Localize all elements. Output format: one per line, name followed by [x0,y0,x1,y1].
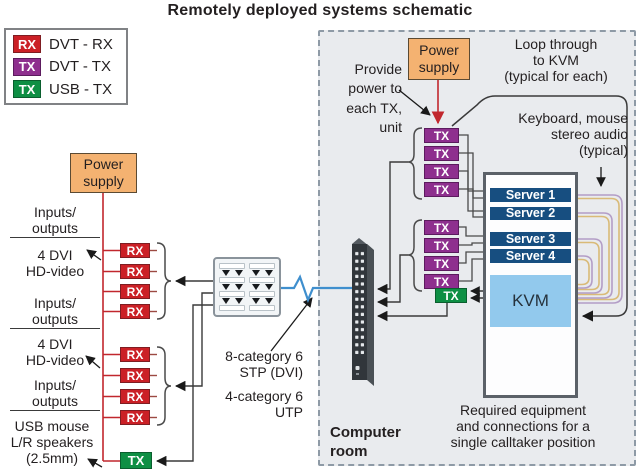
jack-pair-icon [249,284,275,290]
dvt-tx-unit: TX [424,164,459,179]
server-3: Server 3 [490,231,571,246]
dvt-tx-unit: TX [424,256,459,271]
keyboard-mouse-note: Keyboard, mouse stereo audio (typical) [518,110,628,159]
tx-green-badge-icon: TX [13,80,41,98]
blank-slot [219,305,245,311]
io-label-1: Inputs/ outputs [10,204,100,239]
blank-slot [249,305,275,311]
rx-unit: RX [120,368,150,383]
power-supply-right: Power supply [408,38,470,80]
rx-unit: RX [120,243,150,258]
io-detail-1: 4 DVI HD-video [25,247,85,280]
rx-signal-stubs [150,249,157,419]
blank-slot [249,291,275,297]
jack-pair-icon [219,298,245,304]
wall-plate-column [219,263,245,311]
blank-slot [249,263,275,269]
rx-unit: RX [120,304,150,319]
dvt-tx-unit: TX [424,128,459,143]
server-rack: Server 1 Server 2 Server 3 Server 4 KVM [483,172,578,398]
server-2: Server 2 [490,206,571,220]
server-1: Server 1 [490,187,571,202]
blank-slot [219,263,245,269]
server-4: Server 4 [490,248,571,263]
io-detail-2: 4 DVI HD-video [25,336,85,369]
usb-tx-unit-left: TX [120,452,152,469]
blank-slot [249,277,275,283]
computer-room-label: Computer room [330,424,401,460]
rx-unit: RX [120,410,150,425]
cable-label-stp: 8-category 6 STP (DVI) [225,348,303,381]
dvt-tx-unit: TX [424,182,459,197]
required-equipment-caption: Required equipment and connections for a… [450,402,596,451]
legend-label: DVT - TX [49,58,111,75]
rx-unit: RX [120,264,150,279]
legend-row-dvt-tx: TX DVT - TX [13,57,119,76]
usb-tx-unit-right: TX [435,288,467,303]
dvt-tx-unit: TX [424,220,459,235]
rx-unit: RX [120,284,150,299]
legend-row-usb-tx: TX USB - TX [13,80,119,98]
rx-unit: RX [120,389,150,404]
provide-power-note: Provide power to each TX, unit [346,61,402,135]
legend-label: USB - TX [49,80,113,98]
wall-plate-column [249,263,275,311]
rx-badge-icon: RX [13,35,41,53]
jack-pair-icon [249,298,275,304]
power-bus-left [102,193,120,462]
wall-plate [213,257,281,317]
legend-label: DVT - RX [49,35,113,53]
jack-pair-icon [219,284,245,290]
dvt-tx-unit: TX [424,146,459,161]
io-label-2: Inputs/ outputs [10,295,100,330]
diagram-title: Remotely deployed systems schematic [167,2,473,19]
legend: RX DVT - RX TX DVT - TX TX USB - TX [4,28,128,105]
blank-slot [219,277,245,283]
io-detail-3: USB mouse L/R speakers (2.5mm) [10,418,94,467]
jack-pair-icon [249,270,275,276]
power-supply-left: Power supply [70,153,137,193]
dvt-tx-unit: TX [424,274,459,289]
loop-through-note: Loop through to KVM (typical for each) [504,36,608,85]
blank-slot [219,291,245,297]
kvm-unit: KVM [490,274,571,327]
jack-pair-icon [219,270,245,276]
rx-unit: RX [120,347,150,362]
tx-purple-badge-icon: TX [13,57,41,76]
cable-label-utp: 4-category 6 UTP [225,388,303,421]
dvt-tx-unit: TX [424,238,459,253]
legend-row-dvt-rx: RX DVT - RX [13,35,119,53]
io-label-3: Inputs/ outputs [10,377,100,412]
